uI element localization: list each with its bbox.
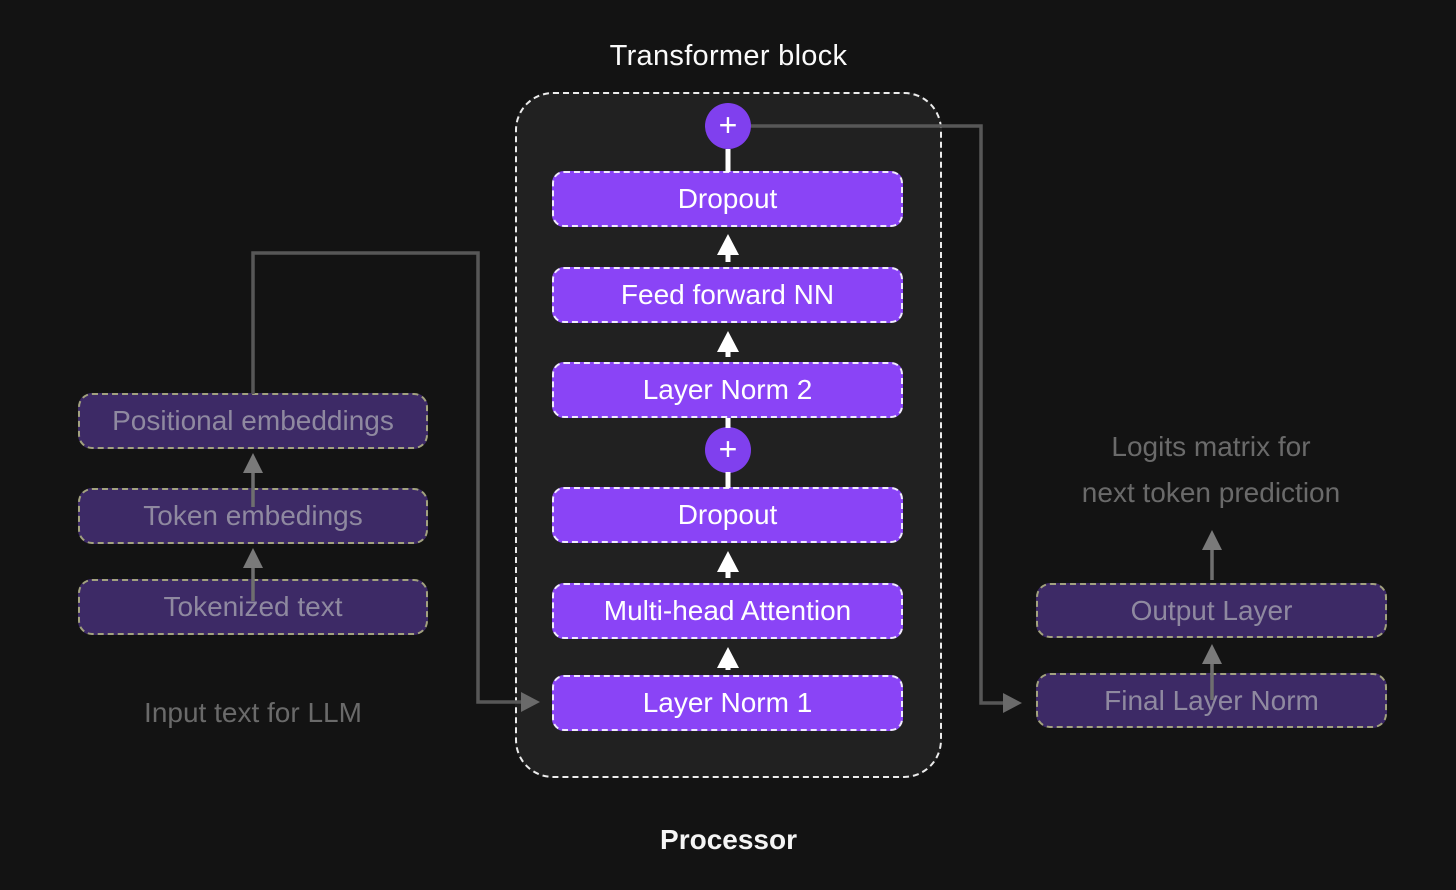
- output-caption-line-1: Logits matrix for: [1111, 431, 1311, 462]
- input-box-positional-embeddings: Positional embeddings: [78, 393, 428, 449]
- arrowhead-into-final-layer-norm-icon: [1003, 693, 1022, 713]
- residual-add-middle-icon: +: [705, 427, 751, 473]
- input-box-token-embeddings: Token embedings: [78, 488, 428, 544]
- residual-add-top-icon: +: [705, 103, 751, 149]
- layer-box-dropout-bottom: Dropout: [552, 487, 903, 543]
- output-caption: Logits matrix for next token prediction: [1026, 424, 1396, 516]
- arrowhead-token-embeddings-icon: [243, 548, 263, 568]
- input-caption: Input text for LLM: [144, 697, 362, 728]
- output-box-output-layer: Output Layer: [1036, 583, 1387, 638]
- layer-box-dropout-top: Dropout: [552, 171, 903, 227]
- layer-box-layer-norm-2: Layer Norm 2: [552, 362, 903, 418]
- transformer-block-title: Transformer block: [609, 40, 848, 72]
- arrowhead-output-layer-icon: [1202, 644, 1222, 664]
- arrowhead-positional-embeddings-icon: [243, 453, 263, 473]
- layer-box-feed-forward-nn: Feed forward NN: [552, 267, 903, 323]
- layer-box-layer-norm-1: Layer Norm 1: [552, 675, 903, 731]
- layer-box-multi-head-attention: Multi-head Attention: [552, 583, 903, 639]
- processor-label: Processor: [660, 824, 797, 855]
- output-box-final-layer-norm: Final Layer Norm: [1036, 673, 1387, 728]
- output-caption-line-2: next token prediction: [1081, 477, 1341, 508]
- arrowhead-logits-icon: [1202, 530, 1222, 550]
- input-box-tokenized-text: Tokenized text: [78, 579, 428, 635]
